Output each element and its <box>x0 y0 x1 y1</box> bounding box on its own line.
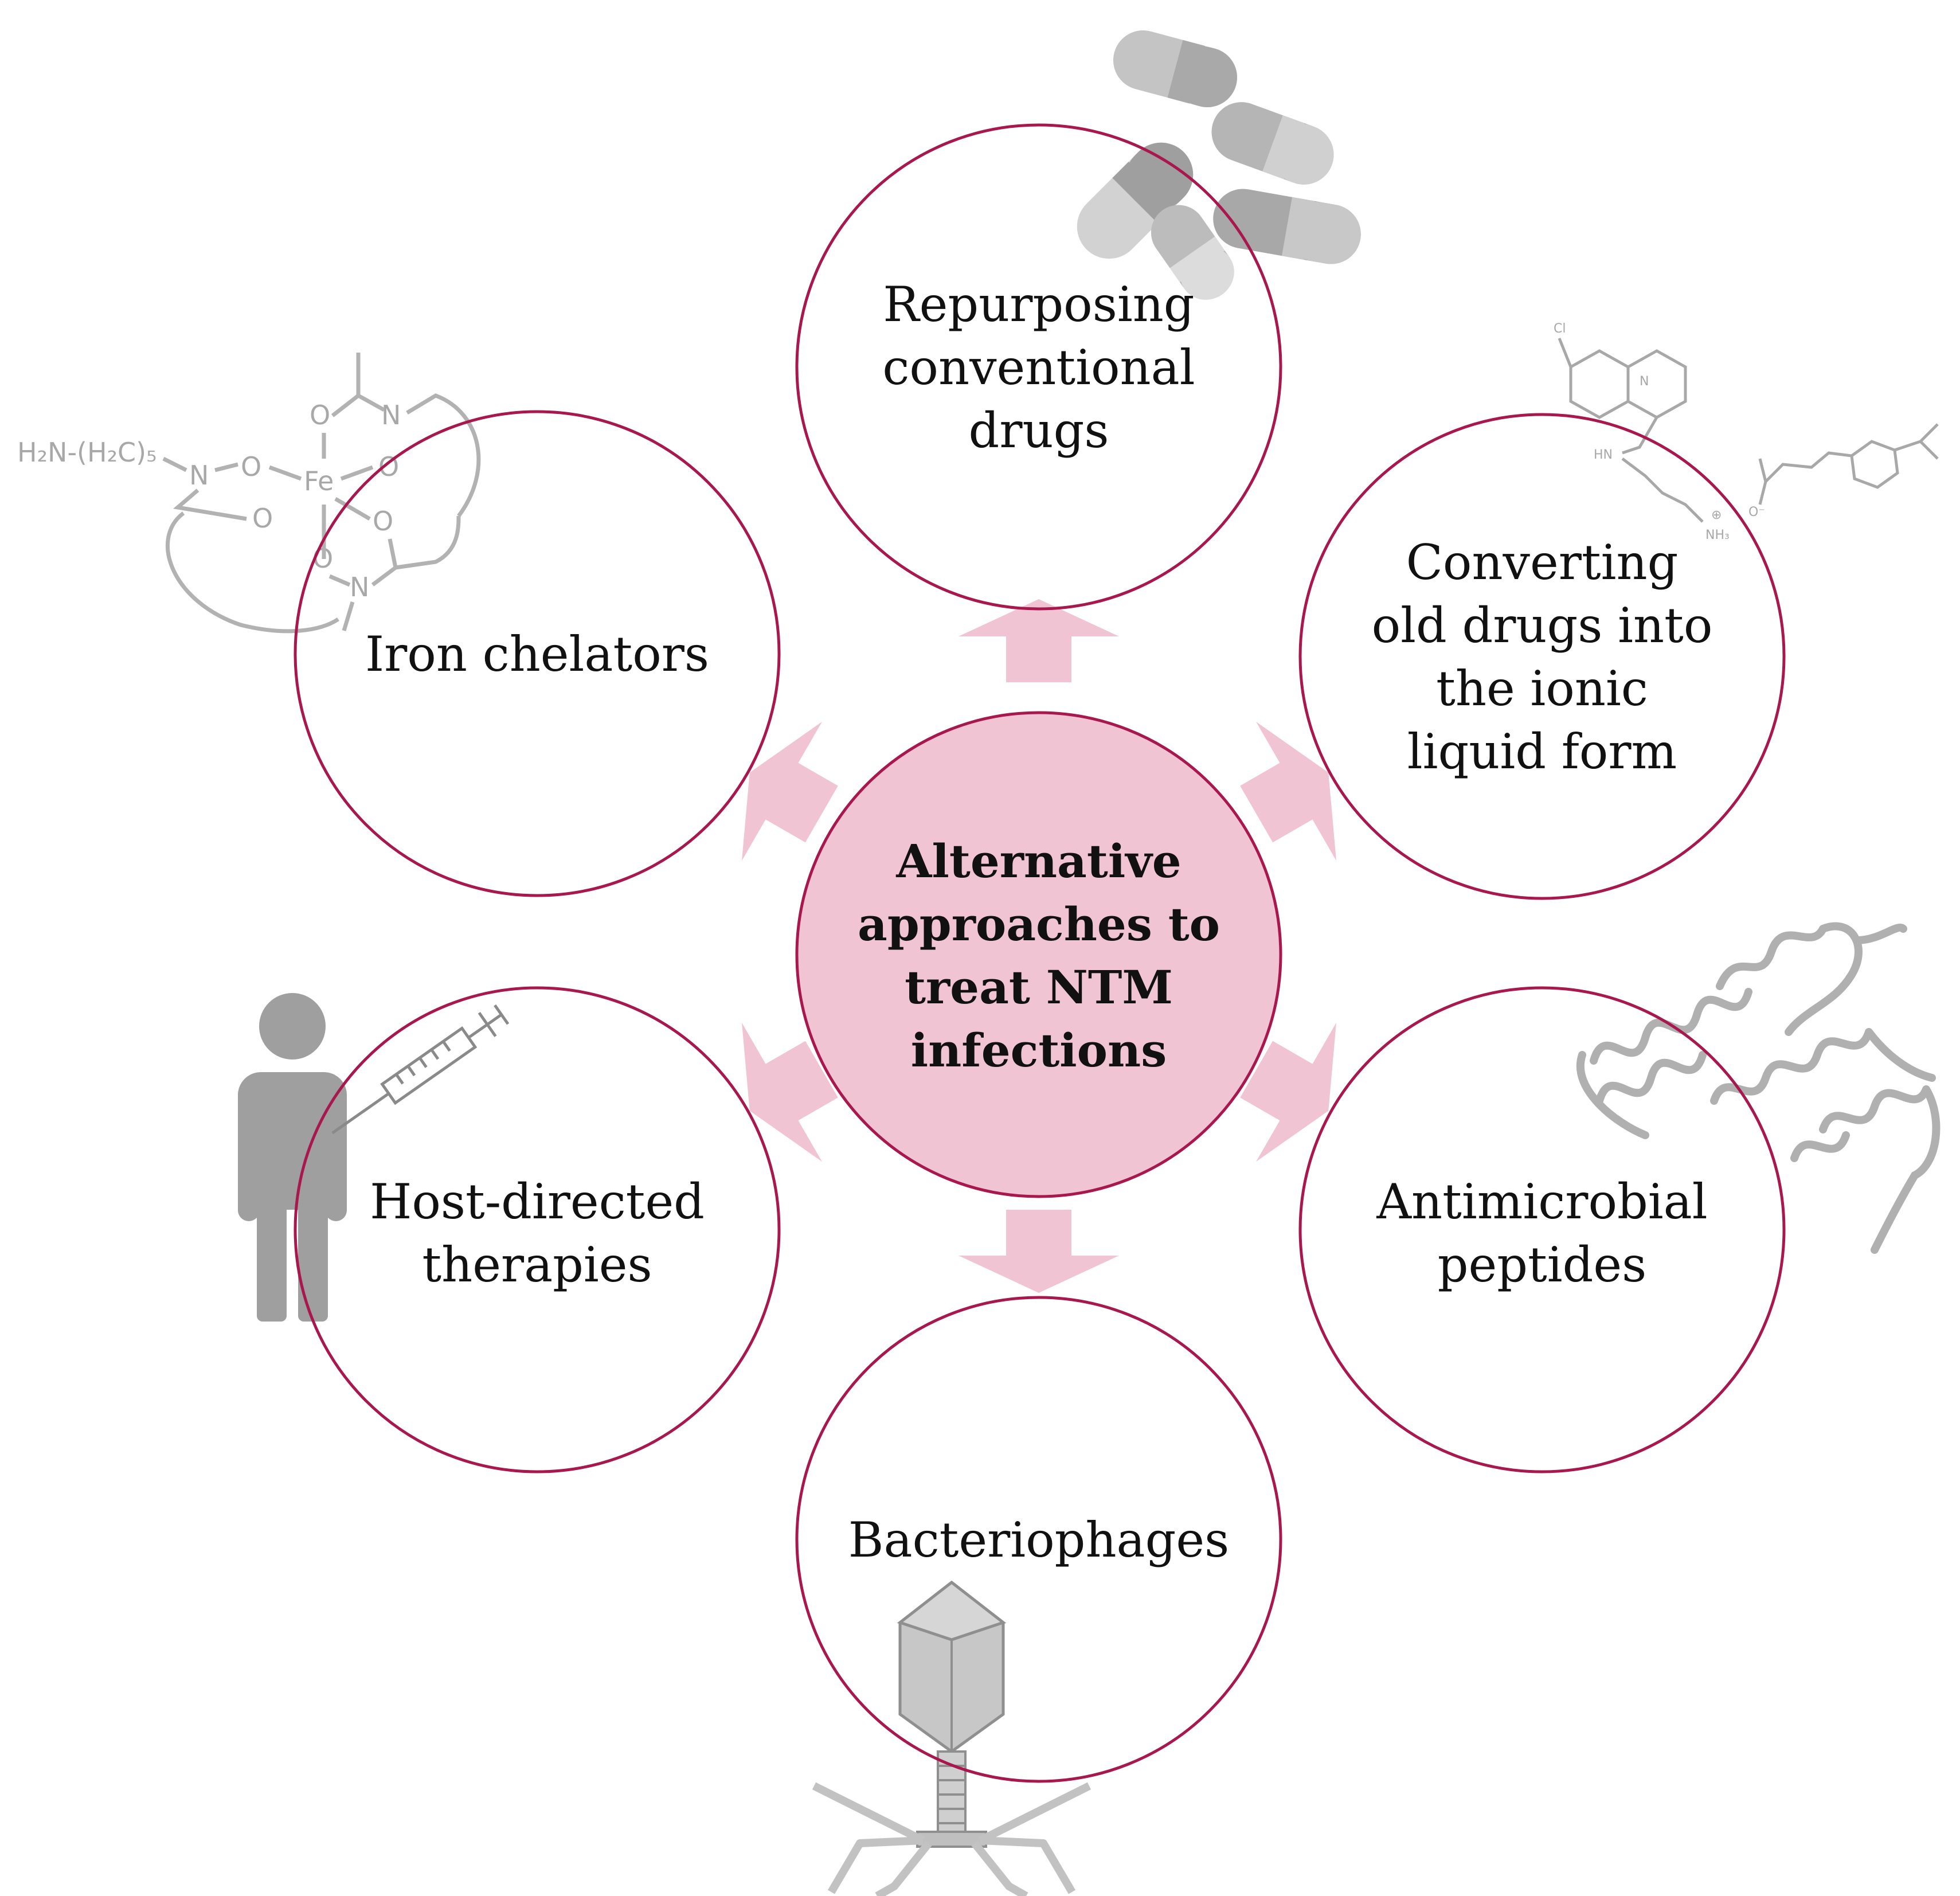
node-ring <box>1298 986 1786 1473</box>
amine-chain-label: H₂N-(H₂C)₅ <box>17 437 157 468</box>
person-syringe-icon <box>238 993 510 1322</box>
node-label-line-1: Bacteriophages <box>848 1512 1229 1568</box>
node-iron-chelators: Iron chelators <box>294 410 781 897</box>
pills-icon <box>1077 30 1361 300</box>
nh3-label: NH₃ <box>1705 528 1730 542</box>
node-antimicrobial-peptides: Antimicrobial peptides <box>1298 986 1786 1473</box>
center-label-line-4: infections <box>911 1023 1167 1077</box>
n-ring-label: N <box>1640 374 1649 389</box>
o-label-2: O <box>252 503 273 534</box>
arrow-shape <box>742 721 838 861</box>
o-label-1: O <box>241 451 261 482</box>
node-ring <box>795 1296 1282 1783</box>
arrow-shape <box>959 599 1119 682</box>
arrow-to-repurposing <box>959 599 1119 682</box>
node-label-line-3: the ionic <box>1436 660 1648 717</box>
arrow-shape <box>1240 721 1336 861</box>
node-label-line-3: drugs <box>969 402 1109 459</box>
arrow-to-bacteriophages <box>959 1210 1119 1293</box>
arrow-shape <box>742 1022 838 1162</box>
node-label-line-1: Iron chelators <box>365 626 709 682</box>
iron-chelator-structure-icon: H₂N-(H₂C)₅ Fe N O O O N O O O N <box>17 353 481 634</box>
center-label-line-1: Alternative <box>895 834 1181 888</box>
bacteriophage-icon <box>812 1580 1092 1896</box>
node-label-line-1: Antimicrobial <box>1376 1174 1707 1230</box>
node-label-line-2: old drugs into <box>1372 597 1713 654</box>
node-bacteriophages: Bacteriophages <box>795 1296 1282 1783</box>
node-ring <box>294 986 781 1473</box>
node-label-line-1: Converting <box>1406 534 1679 591</box>
ionic-liquid-structure-icon: Cl N HN NH₃ ⊕ O⁻ <box>1554 322 1939 542</box>
n-label-2: N <box>381 400 401 431</box>
center-node: Alternative approaches to treat NTM infe… <box>795 711 1282 1198</box>
syringe-icon <box>331 1004 510 1135</box>
node-label-line-1: Repurposing <box>883 276 1194 333</box>
center-label-line-2: approaches to <box>858 897 1220 951</box>
n-label-3: N <box>350 572 369 603</box>
node-repurposing-drugs: Repurposing conventional drugs <box>795 123 1282 611</box>
arrow-shape <box>959 1210 1119 1293</box>
center-label-line-3: treat NTM <box>905 960 1173 1014</box>
plus-label: ⊕ <box>1711 508 1722 522</box>
node-label-line-1: Host-directed <box>370 1174 705 1230</box>
arrows <box>742 599 1336 1293</box>
hn-label: HN <box>1594 448 1613 462</box>
cl-label: Cl <box>1554 322 1566 336</box>
node-label-line-2: peptides <box>1438 1237 1646 1293</box>
arrow-shape <box>1240 1022 1336 1162</box>
node-ring <box>1298 413 1786 900</box>
node-label-line-2: therapies <box>422 1237 652 1293</box>
node-ring <box>795 123 1282 611</box>
node-ionic-liquid: Converting old drugs into the ionic liqu… <box>1298 413 1786 900</box>
o-label-3: O <box>310 400 330 431</box>
node-label-line-4: liquid form <box>1407 724 1677 780</box>
o-minus-label: O⁻ <box>1748 505 1765 519</box>
node-label-line-2: conventional <box>882 339 1195 396</box>
arrow-to-antimicrobial <box>1240 1022 1336 1162</box>
center-ring <box>795 711 1282 1198</box>
node-host-directed-therapies: Host-directed therapies <box>294 986 781 1473</box>
arrow-to-iron-chelators <box>742 721 838 861</box>
arrow-to-ionic-liquid <box>1240 721 1336 861</box>
n-label-1: N <box>189 460 209 491</box>
node-ring <box>294 410 781 897</box>
arrow-to-host-directed <box>742 1022 838 1162</box>
o-label-5: O <box>373 506 393 537</box>
fe-label: Fe <box>304 466 334 497</box>
